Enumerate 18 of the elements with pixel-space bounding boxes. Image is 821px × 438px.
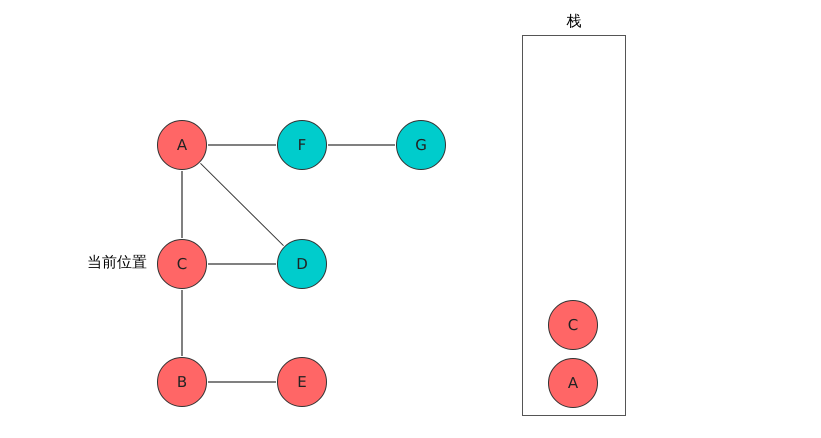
connector-line	[208, 144, 276, 146]
circle-node: B	[157, 357, 207, 407]
connector-line	[200, 162, 284, 246]
circle-node: D	[277, 239, 327, 289]
circle-node: C	[157, 239, 207, 289]
stack-heading: 栈	[566, 12, 582, 31]
connector-line	[181, 171, 183, 238]
connector-line	[208, 263, 276, 265]
circle-node: A	[548, 358, 598, 408]
connector-line	[328, 144, 395, 146]
circle-node: F	[277, 120, 327, 170]
circle-node: A	[157, 120, 207, 170]
circle-node: E	[277, 357, 327, 407]
connector-line	[181, 290, 183, 356]
connector-line	[208, 381, 276, 383]
circle-node: C	[548, 300, 598, 350]
position-label: 当前位置	[87, 253, 147, 272]
circle-node: G	[396, 120, 446, 170]
